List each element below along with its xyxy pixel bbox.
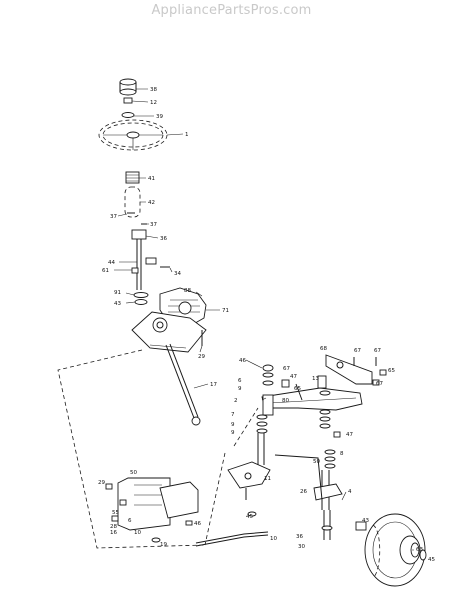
- callout-43: 43: [114, 301, 121, 307]
- part-washer-45: [247, 511, 257, 517]
- guide-line-center-2: [233, 407, 259, 447]
- callout-7: 7: [231, 412, 235, 418]
- callout-63: 63: [416, 547, 423, 553]
- callout-10: 10: [270, 536, 277, 542]
- callout-29b: 29: [98, 480, 105, 486]
- part-hub-cap: [419, 549, 427, 561]
- guide-line-center: [204, 452, 226, 546]
- callout-61: 61: [102, 268, 109, 274]
- callout-19: 19: [160, 542, 167, 548]
- callout-65b: 65: [388, 368, 395, 374]
- callout-45: 45: [246, 514, 253, 520]
- callout-47: 47: [290, 374, 297, 380]
- callout-29: 29: [198, 354, 205, 360]
- callout-6: 6: [238, 378, 242, 384]
- callout-10b: 10: [134, 530, 141, 536]
- callout-34: 34: [174, 271, 181, 277]
- part-pin: [295, 383, 303, 401]
- callout-2: 2: [234, 398, 238, 404]
- callout-36b: 36: [296, 534, 303, 540]
- callout-65: 65: [294, 386, 301, 392]
- callout-4: 4: [348, 489, 352, 495]
- callout-67c: 67: [374, 348, 381, 354]
- part-bolts-67: [353, 357, 377, 366]
- part-steering-support: [131, 311, 207, 353]
- part-nut: [123, 97, 133, 104]
- callout-28: 28: [110, 524, 117, 530]
- part-fitting-47: [281, 379, 290, 388]
- callout-68: 68: [320, 346, 327, 352]
- part-long-rod-2: [195, 534, 269, 547]
- watermark: AppliancePartsPros.com: [151, 3, 312, 18]
- callout-80: 80: [282, 398, 289, 404]
- callout-50: 50: [313, 459, 320, 465]
- part-bushing: [317, 375, 327, 389]
- part-hub-washer: [410, 542, 420, 558]
- part-axle-bar: [261, 387, 363, 411]
- callout-41: 41: [148, 176, 155, 182]
- callout-30: 30: [298, 544, 305, 550]
- part-bearing-43: [355, 521, 367, 531]
- callout-67: 67: [283, 366, 290, 372]
- callout-17: 17: [210, 382, 217, 388]
- part-spindle-arm: [227, 461, 271, 500]
- callout-46: 46: [239, 358, 246, 364]
- callout-67d: 67: [376, 381, 383, 387]
- part-long-rod: [195, 531, 269, 544]
- callout-67b: 67: [354, 348, 361, 354]
- callout-37b: 37: [150, 222, 157, 228]
- callout-6b: 6: [128, 518, 132, 524]
- callout-42: 42: [148, 200, 155, 206]
- part-drag-link: [165, 343, 201, 426]
- part-adapter: [125, 171, 140, 184]
- part-steering-shaft: [131, 229, 157, 290]
- part-bolt-61: [131, 267, 139, 274]
- part-spindle-left: [256, 364, 274, 465]
- part-spindle-lower: [321, 510, 333, 540]
- part-washer: [121, 112, 135, 118]
- callout-1: 1: [185, 132, 189, 138]
- part-steering-wheel: [98, 119, 168, 151]
- part-tie-rod: [274, 454, 323, 501]
- part-screws: [127, 212, 147, 225]
- callout-26: 26: [300, 489, 307, 495]
- callout-13: 13: [312, 376, 319, 382]
- part-pedal-bracket: [105, 477, 199, 543]
- callout-36: 36: [160, 236, 167, 242]
- leader-lines: [114, 88, 414, 551]
- callout-47b: 47: [346, 432, 353, 438]
- callout-71: 71: [222, 308, 229, 314]
- callout-91: 91: [114, 290, 121, 296]
- callout-43b: 43: [362, 518, 369, 524]
- part-nut-65: [379, 369, 387, 376]
- callout-38: 38: [150, 87, 157, 93]
- callout-9c: 9: [231, 430, 235, 436]
- callout-39: 39: [156, 114, 163, 120]
- callout-8: 8: [340, 451, 344, 457]
- callout-37a: 37: [110, 214, 117, 220]
- guide-line-left: [57, 349, 206, 549]
- callout-9: 9: [238, 386, 242, 392]
- part-washer-91: [133, 292, 149, 298]
- callout-88: 88: [184, 288, 191, 294]
- part-steering-cap: [119, 78, 137, 96]
- callout-45b: 45: [428, 557, 435, 563]
- callout-50b: 50: [130, 470, 137, 476]
- callout-labels: 38 12 39 1 41 42 37 37 36 44 34 61 88 91…: [98, 87, 435, 563]
- callout-11: 11: [264, 476, 271, 482]
- part-spindle-right: [313, 390, 343, 510]
- part-nut-67: [372, 379, 380, 386]
- part-bracket: [325, 354, 373, 385]
- part-fitting-47b: [333, 431, 341, 438]
- callout-44: 44: [108, 260, 115, 266]
- callout-16: 16: [110, 530, 117, 536]
- callout-12: 12: [150, 100, 157, 106]
- callout-9b: 9: [231, 422, 235, 428]
- callout-46b: 46: [194, 521, 201, 527]
- part-washer-43: [134, 299, 148, 305]
- callout-55: 55: [112, 510, 119, 516]
